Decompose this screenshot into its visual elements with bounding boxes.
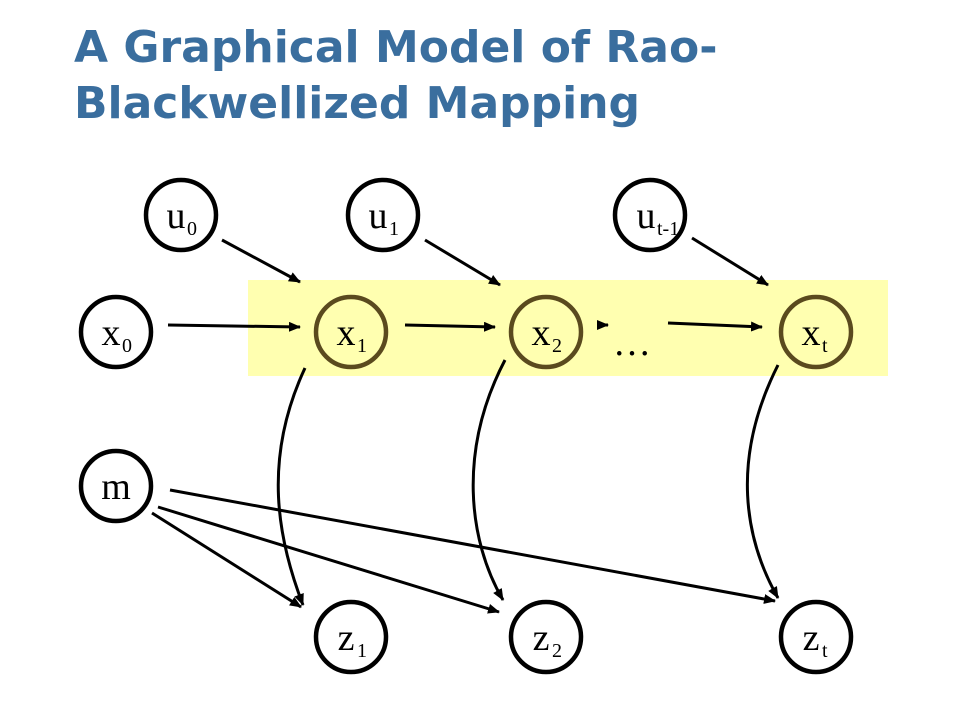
edge-x2-to-z2 [471,359,507,601]
node-circle [508,294,584,370]
edges [151,236,780,614]
node-circle [143,177,219,253]
node-circle [313,294,389,370]
node-circle [508,599,584,675]
edge-ut-1-to-xt [691,236,769,287]
edge-m-to-z1 [151,511,302,609]
node-label: u [637,195,656,237]
node-label: u [167,195,186,237]
slide-title: A Graphical Model of Rao- Blackwellized … [74,20,934,132]
edge-ellipsis-to-xt [667,321,763,332]
edge-m-to-zt [169,488,776,604]
edge-u1-to-x2 [424,238,501,287]
edge-x0-to-x1 [167,321,301,332]
node-subscript: 1 [357,335,367,357]
node-subscript: 0 [187,218,197,240]
node-subscript: 2 [552,335,562,357]
edge-x1-to-x2 [404,321,496,332]
title-line-1: A Graphical Model of Rao- [74,22,718,73]
node-circle [612,177,688,253]
node-label: x [802,312,821,354]
node-circle [78,448,154,524]
node-label: x [337,312,356,354]
node-subscript: 2 [552,640,562,662]
node-label: z [533,617,550,659]
node-subscript: 0 [122,335,132,357]
node-m: m [78,448,154,524]
node-subscript: t [822,640,828,662]
node-circle [78,294,154,370]
ellipsis: … [613,322,651,364]
node-circle [778,599,854,675]
node-subscript: 1 [389,218,399,240]
node-circle [778,294,854,370]
node-label: x [102,312,121,354]
node-label: m [101,466,131,508]
node-label: x [532,312,551,354]
edge-xt-to-zt [745,364,780,599]
edge-m-to-z2 [157,505,500,614]
edge-x1-to-z1 [276,367,307,606]
node-circle [313,599,389,675]
node-subscript: 1 [357,640,367,662]
node-label: z [338,617,355,659]
title-line-2: Blackwellized Mapping [74,78,641,129]
node-circle [345,177,421,253]
edge-u0-to-x1 [221,238,301,284]
node-subscript: t [822,335,828,357]
node-label: u [369,195,388,237]
node-subscript: t-1 [657,218,679,240]
node-label: z [803,617,820,659]
